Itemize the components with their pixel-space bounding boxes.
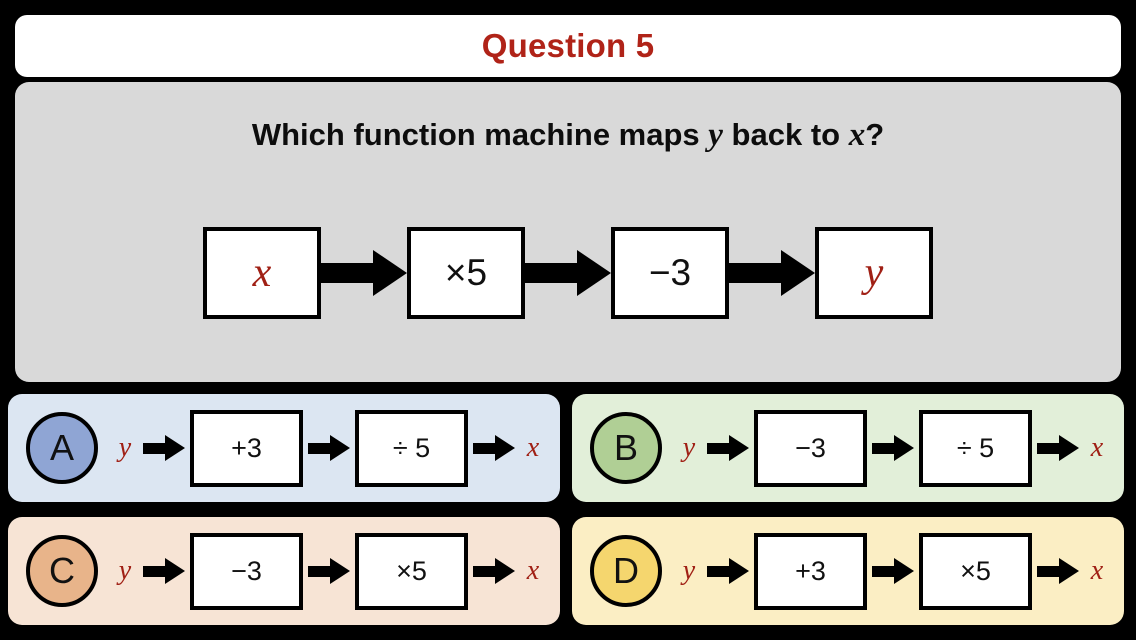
page-title: Question 5 [481, 27, 655, 64]
arrow-right-icon [872, 558, 914, 584]
option-d-output-label: x [1090, 555, 1104, 586]
option-b-badge[interactable]: B [590, 412, 662, 484]
arrow-right-icon [707, 435, 749, 461]
option-c-badge[interactable]: C [26, 535, 98, 607]
arrow-right-icon [308, 435, 350, 461]
option-c-operation-box-2: ×5 [355, 532, 468, 610]
option-c-input-label: y [118, 555, 132, 586]
option-a-operation-box-1: +3 [190, 409, 303, 487]
arrow-right-icon [1037, 558, 1079, 584]
question-header-bar: Question 5 [15, 15, 1121, 77]
question-prompt: Which function machine maps y back to x? [15, 117, 1121, 154]
main-operation-box-2: −3 [611, 227, 729, 319]
option-c-operation-box-1: −3 [190, 532, 303, 610]
question-prompt-prefix: Which function machine maps [251, 117, 709, 152]
question-panel: Which function machine maps y back to x?… [15, 82, 1121, 382]
option-a-badge[interactable]: A [26, 412, 98, 484]
arrow-right-icon [1037, 435, 1079, 461]
arrow-right-icon [143, 435, 185, 461]
option-d-badge[interactable]: D [590, 535, 662, 607]
arrow-right-icon [473, 435, 515, 461]
option-a-operation-box-2: ÷ 5 [355, 409, 468, 487]
question-variable-x: x [848, 117, 866, 153]
option-b-operation-box-1: −3 [754, 409, 867, 487]
arrow-right-icon [872, 435, 914, 461]
arrow-right-icon [473, 558, 515, 584]
option-c-output-label: x [526, 555, 540, 586]
option-d-operation-box-1: +3 [754, 532, 867, 610]
arrow-right-icon [525, 250, 611, 296]
question-prompt-suffix: ? [865, 117, 885, 152]
option-a-output-label: x [526, 432, 540, 463]
answer-option-a[interactable]: A y +3 ÷ 5 x [8, 394, 560, 502]
question-variable-y: y [708, 117, 723, 153]
answer-option-c[interactable]: C y −3 ×5 x [8, 517, 560, 625]
main-operation-box-1: ×5 [407, 227, 525, 319]
option-a-input-label: y [118, 432, 132, 463]
answer-option-b[interactable]: B y −3 ÷ 5 x [572, 394, 1124, 502]
main-output-box: y [815, 227, 933, 319]
option-b-input-label: y [682, 432, 696, 463]
question-prompt-middle: back to [722, 117, 849, 152]
arrow-right-icon [321, 250, 407, 296]
main-input-box: x [203, 227, 321, 319]
option-b-operation-box-2: ÷ 5 [919, 409, 1032, 487]
option-d-operation-box-2: ×5 [919, 532, 1032, 610]
answer-option-d[interactable]: D y +3 ×5 x [572, 517, 1124, 625]
main-function-machine: x ×5 −3 y [15, 227, 1121, 319]
arrow-right-icon [308, 558, 350, 584]
option-c-function-machine: y −3 ×5 x [98, 532, 560, 610]
option-d-function-machine: y +3 ×5 x [662, 532, 1124, 610]
option-d-input-label: y [682, 555, 696, 586]
arrow-right-icon [729, 250, 815, 296]
option-a-function-machine: y +3 ÷ 5 x [98, 409, 560, 487]
option-b-function-machine: y −3 ÷ 5 x [662, 409, 1124, 487]
arrow-right-icon [707, 558, 749, 584]
option-b-output-label: x [1090, 432, 1104, 463]
arrow-right-icon [143, 558, 185, 584]
